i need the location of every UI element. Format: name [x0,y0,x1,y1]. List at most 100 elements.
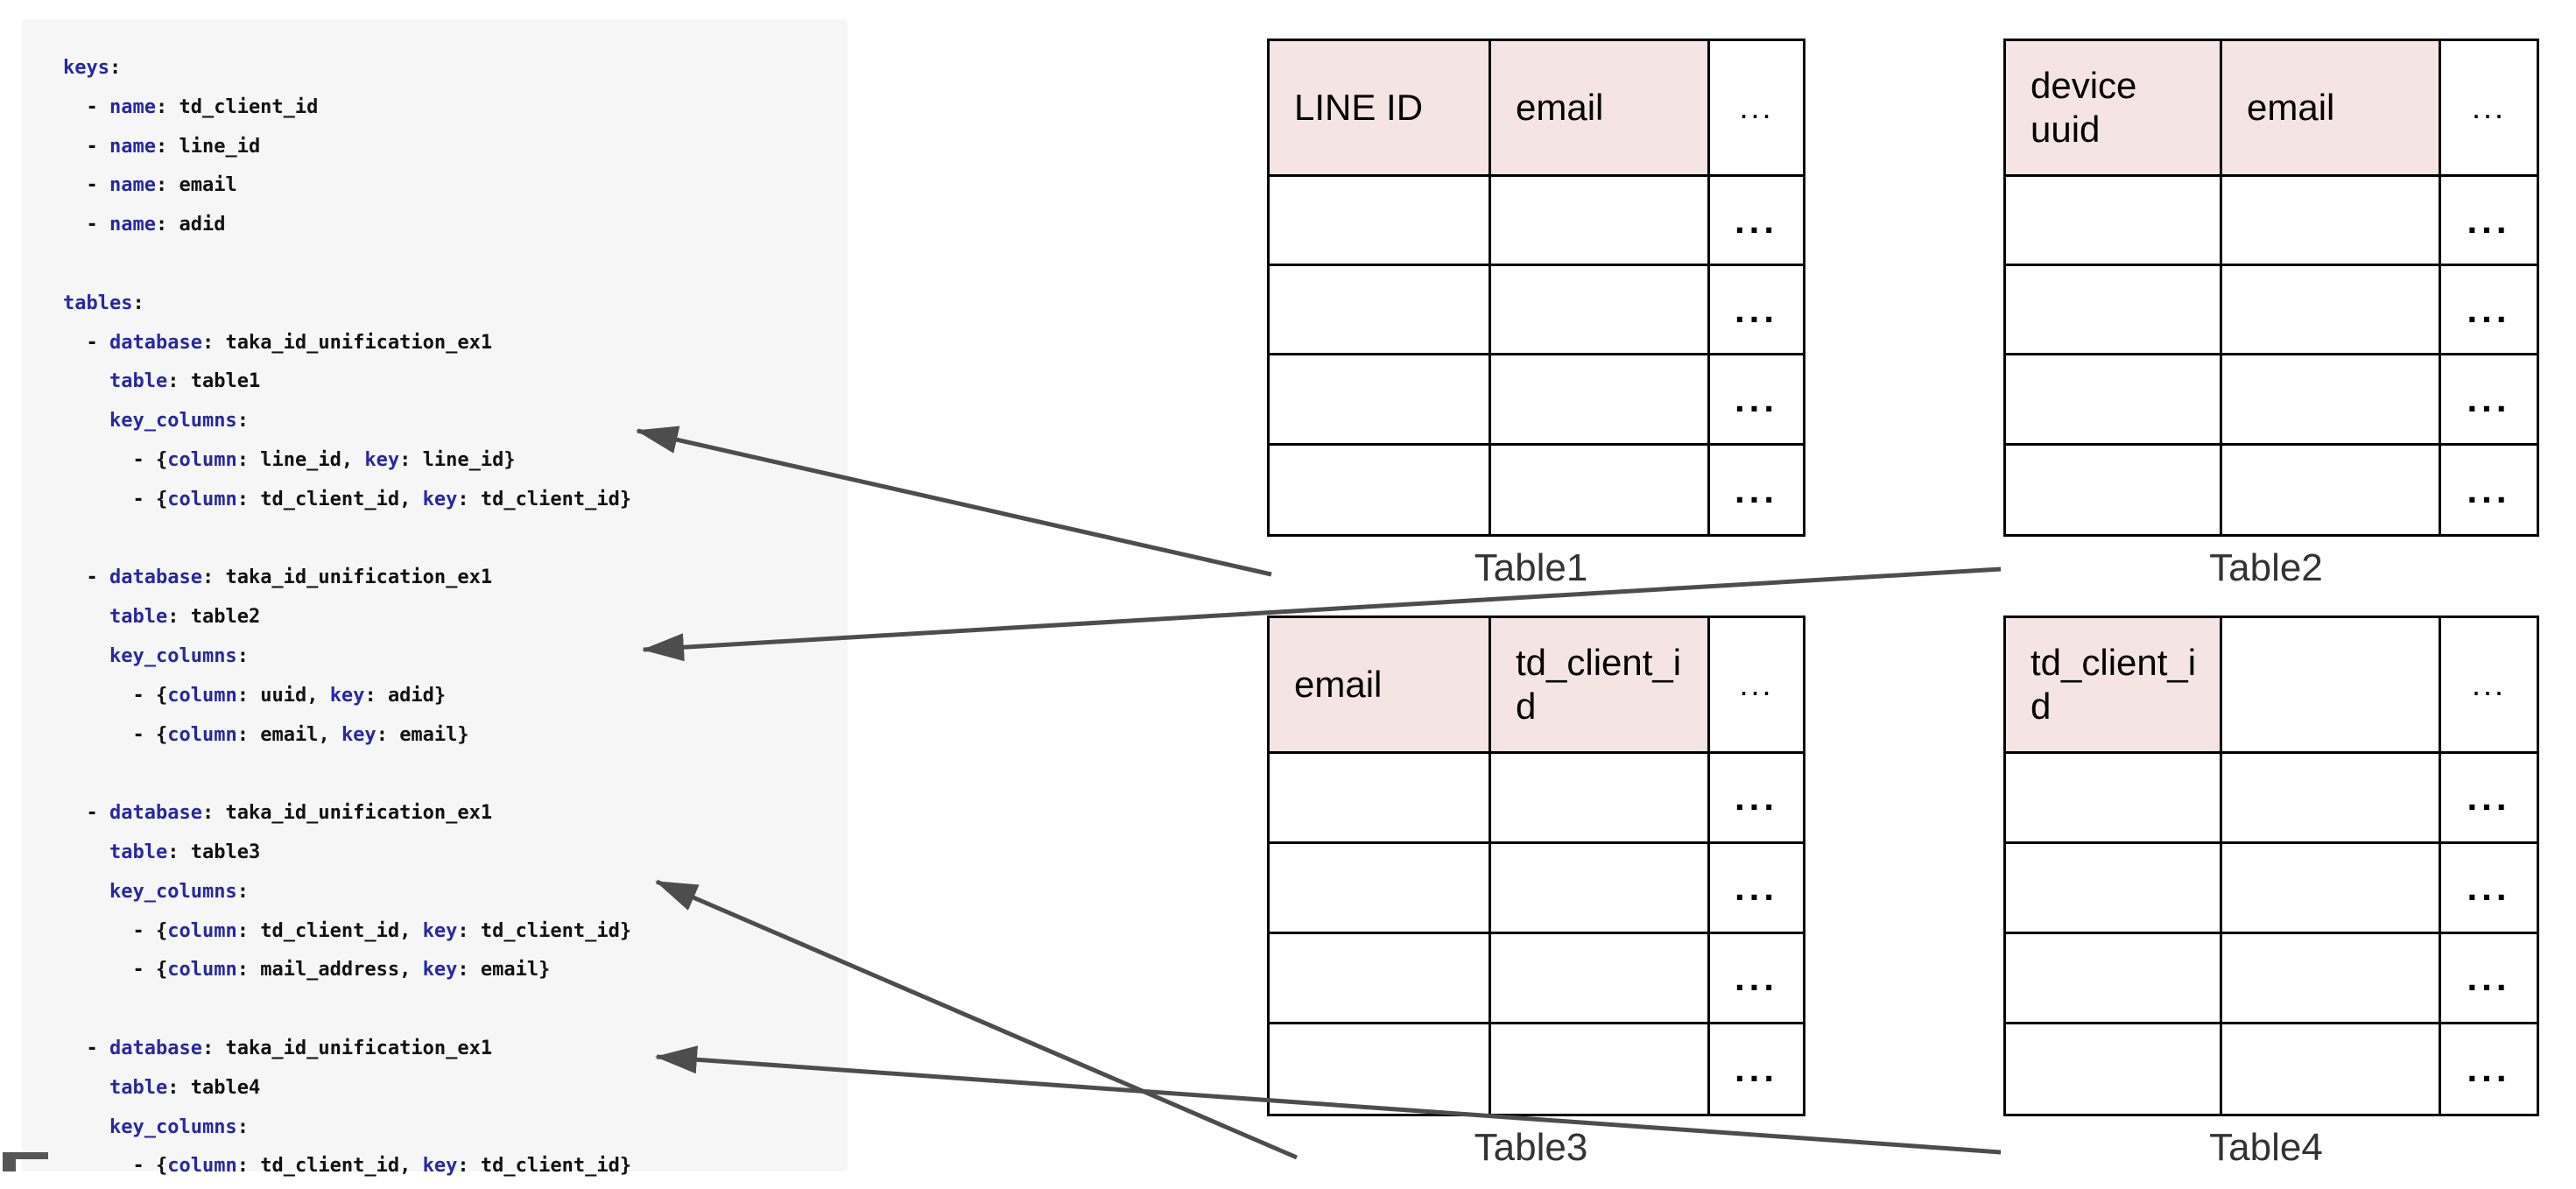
yaml-key-token: column [167,684,237,707]
header-cell: ... [1707,616,1805,754]
table-cell [1267,443,1491,537]
yaml-text-token: : [155,95,179,118]
row-ellipsis: ... [2467,288,2511,330]
yaml-text-token: line_id [260,448,341,471]
table-cell [1267,841,1491,934]
yaml-text-token: table3 [190,841,261,863]
table-row: ... [2003,443,2539,537]
yaml-text-token: taka_id_unification_ex1 [225,331,493,354]
yaml-text-token: , [399,959,423,981]
yaml-text-token: td_client_id [260,919,400,942]
yaml-text-token: , [399,919,423,942]
yaml-text-token: taka_id_unification_ex1 [225,1037,493,1059]
yaml-text-token: table1 [190,370,261,393]
table-cell [2220,174,2441,266]
yaml-text-token: adid [179,214,226,236]
yaml-text-token: : [236,448,261,471]
table-cell: ... [2439,932,2539,1024]
table-cell [1267,751,1491,844]
yaml-text-token: : [236,644,249,667]
yaml-text-token: - { [63,684,168,707]
yaml-text-token [63,645,109,667]
yaml-text-token: : [201,566,226,589]
yaml-text-token: : [236,488,261,510]
yaml-key-token: database [109,566,202,589]
column-header-label: email [2247,87,2335,129]
header-ellipsis: ... [1739,89,1774,125]
yaml-text-token [63,1116,109,1138]
header-cell: ... [2439,39,2539,177]
yaml-text-token: : [109,57,122,79]
yaml-key-token: name [109,214,156,236]
table-row: ... [1267,751,1805,844]
yaml-text-token: : [155,214,179,236]
yaml-text-token: : [132,292,144,314]
yaml-text-token [63,1077,109,1099]
row-ellipsis: ... [1734,378,1778,419]
yaml-text-token: email [260,723,319,746]
yaml-key-token: key_columns [109,1115,237,1138]
yaml-text-token [63,410,109,432]
table-cell [1267,1022,1491,1116]
yaml-text-token: - [63,566,109,589]
yaml-text-token: } [619,488,632,510]
yaml-key-token: key [422,1155,458,1178]
yaml-text-token: } [538,959,551,981]
yaml-text-token: - [63,802,109,825]
yaml-text-token: : [236,723,261,746]
yaml-text-token: : [236,684,261,707]
table-row: ... [1267,443,1805,537]
yaml-text-token: - { [63,959,168,981]
yaml-text-token: : [201,331,226,354]
yaml-text-token: : [236,410,249,433]
table-row: ... [1267,264,1805,355]
header-cell: device uuid [2003,39,2222,177]
yaml-text-token: } [503,448,516,471]
yaml-text-token: : [457,919,481,942]
yaml-text-token: - { [63,448,168,471]
yaml-text-token: : [236,919,261,942]
yaml-text-token: - { [63,919,168,942]
yaml-text-token: , [341,448,365,471]
yaml-key-token: name [109,95,156,118]
table-cell [2220,353,2441,446]
table-cell [2003,932,2222,1024]
yaml-text-token: : [167,606,191,629]
table-cell: ... [2439,353,2539,446]
yaml-text-token: : [167,370,191,393]
table-cell [1267,264,1491,355]
yaml-text-token: : [364,684,388,707]
table-row: ... [2003,841,2539,934]
yaml-text-token: : [167,1076,191,1099]
table-cell [1267,932,1491,1024]
row-ellipsis: ... [1734,777,1778,818]
table-caption: Table4 [2209,1126,2323,1169]
yaml-key-token: keys [63,57,109,79]
yaml-text-token: - [63,135,109,158]
yaml-text-token: line_id [422,448,504,471]
table-header-row: device uuid email... [2003,39,2539,177]
header-cell: email [1267,616,1491,754]
table-row: ... [2003,932,2539,1024]
row-ellipsis: ... [1734,288,1778,330]
table-cell: ... [2439,841,2539,934]
table-cell [2220,443,2441,537]
column-header-label: device uuid [2031,65,2137,150]
table-cell [1489,841,1710,934]
yaml-text-token: : [201,802,226,825]
table-cell [1489,264,1710,355]
yaml-key-token: column [167,919,237,942]
yaml-text-token: , [306,684,330,707]
header-cell: ... [1707,39,1805,177]
table-header-row: td_client_i d... [2003,616,2539,754]
yaml-text-token: } [619,1155,632,1178]
yaml-text-token [63,606,109,628]
yaml-text-token: td_client_id [480,1155,620,1178]
yaml-text-token: mail_address [260,959,400,981]
table-row: ... [2003,751,2539,844]
yaml-text-token: uuid [260,684,307,707]
table-caption: Table2 [2209,546,2323,589]
yaml-text-token: : [201,1037,226,1059]
